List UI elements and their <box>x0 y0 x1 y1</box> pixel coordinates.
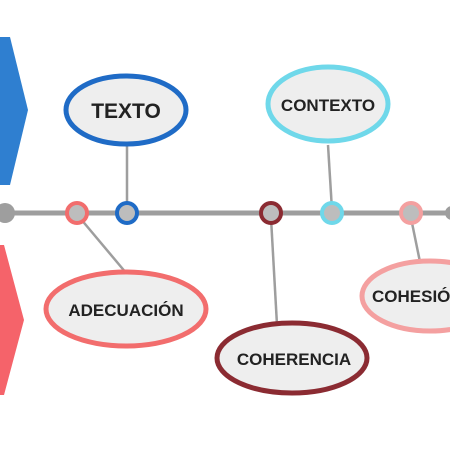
bubble-contexto: CONTEXTO <box>265 64 391 144</box>
left-arrow-blue <box>0 37 28 185</box>
bubble-adecuacion-label: ADECUACIÓN <box>68 301 183 320</box>
connector-cohesion <box>409 217 422 263</box>
node-adecuacion <box>65 201 89 225</box>
bubble-texto-label: TEXTO <box>91 100 161 123</box>
left-arrow-red <box>0 245 24 395</box>
node-coherencia <box>259 201 283 225</box>
connector-coherencia <box>269 217 279 326</box>
bubble-cohesion-label: COHESIÓ <box>372 287 450 306</box>
bubble-contexto-label: CONTEXTO <box>281 96 375 115</box>
timeline-start-dot <box>0 203 15 223</box>
bubble-coherencia: COHERENCIA <box>214 320 370 396</box>
node-contexto <box>320 201 344 225</box>
bubble-adecuacion: ADECUACIÓN <box>43 269 209 349</box>
connector-adecuacion <box>79 217 128 275</box>
node-cohesion <box>399 201 423 225</box>
bubble-texto: TEXTO <box>63 73 189 147</box>
bubble-contexto-shape <box>265 64 391 144</box>
bubble-texto-shape <box>63 73 189 147</box>
bubble-adecuacion-shape <box>43 269 209 349</box>
connector-contexto <box>326 144 334 211</box>
timeline-end-dot <box>445 206 450 220</box>
node-texto <box>115 201 139 225</box>
bubble-cohesion: COHESIÓ <box>359 258 450 334</box>
bubble-coherencia-label: COHERENCIA <box>237 350 351 369</box>
bubble-coherencia-shape <box>214 320 370 396</box>
bubble-cohesion-shape <box>359 258 450 334</box>
